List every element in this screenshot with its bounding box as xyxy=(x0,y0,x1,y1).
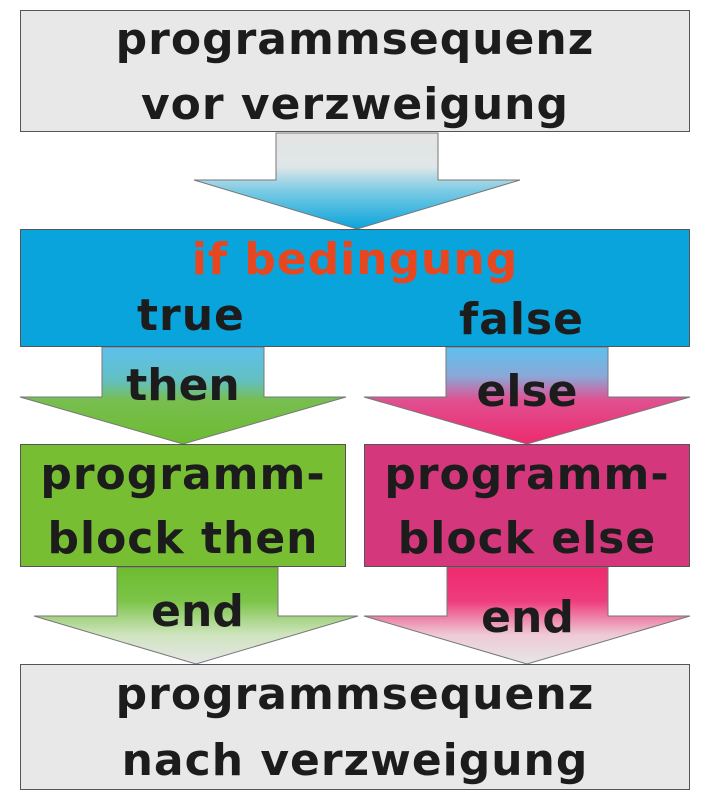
end-block-line2: nach verzweigung xyxy=(121,735,589,786)
arrow-end-right xyxy=(363,566,691,665)
condition-block: if bedingung true false xyxy=(20,229,690,347)
start-block: programmsequenz vor verzweigung xyxy=(20,10,690,132)
end-right-label: end xyxy=(481,592,574,643)
end-left-label: end xyxy=(151,586,244,637)
arrow-then xyxy=(19,346,347,445)
else-block: programm- block else xyxy=(364,444,690,567)
end-block-line1: programmsequenz xyxy=(115,669,595,720)
then-block: programm- block then xyxy=(20,444,346,567)
end-block: programmsequenz nach verzweigung xyxy=(20,664,690,790)
condition-label: if bedingung xyxy=(191,234,519,285)
true-label: true xyxy=(137,290,245,341)
false-label: false xyxy=(459,294,584,345)
start-block-line1: programmsequenz xyxy=(115,14,595,65)
arrow-into-condition xyxy=(193,132,521,230)
then-block-line1: programm- xyxy=(40,449,326,500)
arrow-else xyxy=(363,346,691,445)
then-label: then xyxy=(126,360,240,411)
then-block-line2: block then xyxy=(47,513,319,564)
else-block-line2: block else xyxy=(397,513,657,564)
else-block-line1: programm- xyxy=(384,449,670,500)
else-label: else xyxy=(476,366,578,417)
arrow-end-left xyxy=(33,566,359,665)
start-block-line2: vor verzweigung xyxy=(141,79,569,130)
